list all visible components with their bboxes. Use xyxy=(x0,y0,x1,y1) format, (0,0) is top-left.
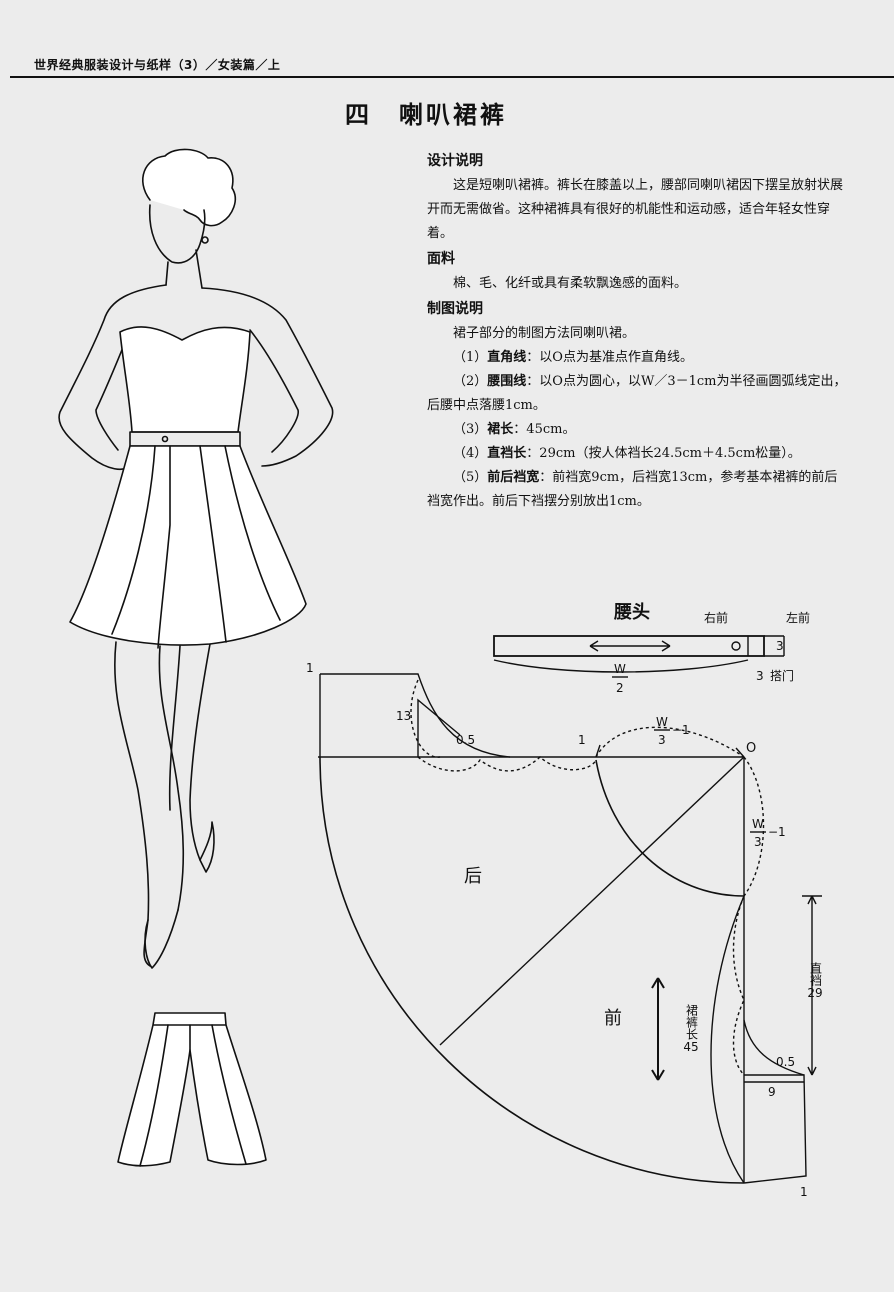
figure-shoe-right xyxy=(199,821,215,873)
w3-top-den: 3 xyxy=(658,733,666,747)
w-over-2-num: W xyxy=(614,662,626,676)
num-9: 9 xyxy=(768,1085,776,1099)
waistband-piece xyxy=(493,635,765,657)
back-crotch-guide xyxy=(417,698,461,757)
design-text: 这是短喇叭裙裤。裤长在膝盖以上，腰部同喇叭裙因下摆呈放射状展开而无需做省。这种裙… xyxy=(427,178,844,241)
hem-arc xyxy=(319,756,745,1184)
waist-button xyxy=(161,435,169,443)
back-waist-curve xyxy=(320,673,511,758)
design-heading: 设计说明 xyxy=(427,153,483,169)
overlap-label: 搭门 xyxy=(770,668,794,683)
num-3: 3 xyxy=(756,669,764,683)
crotch-length-label: 直裆 29 xyxy=(807,962,823,1000)
back-crotch-dash xyxy=(410,679,597,772)
num-1: 1 xyxy=(578,733,586,747)
w3-side-num: W xyxy=(752,817,764,831)
front-side-dash xyxy=(732,895,745,1076)
waistband-width-dim xyxy=(493,659,749,673)
back-piece-label: 后 xyxy=(464,866,482,887)
front-outline xyxy=(710,895,745,1184)
drafting-step: （5）前后裆宽：前裆宽9cm，后裆宽13cm，参考基本裙裤的前后裆宽作出。前后下… xyxy=(427,470,838,509)
waist-arc-guide xyxy=(595,726,745,758)
figure-neck xyxy=(165,249,203,289)
drafting-heading: 制图说明 xyxy=(427,301,483,317)
o-point-label: O xyxy=(746,741,756,756)
figure-face xyxy=(148,204,206,264)
left-front-label: 左前 xyxy=(786,610,810,625)
figure-shoe-left xyxy=(144,909,179,969)
drafting-intro: 裙子部分的制图方法同喇叭裙。 xyxy=(453,326,636,341)
drafting-step: （3）裙长：45cm。 xyxy=(453,422,576,437)
num-3: 3 xyxy=(776,639,784,653)
fabric-text: 棉、毛、化纤或具有柔软飘逸感的面料。 xyxy=(453,276,688,291)
num-1: 1 xyxy=(306,661,314,675)
earring xyxy=(201,236,209,244)
num-1: 1 xyxy=(800,1185,808,1199)
skirt-length-label: 裙裤长 45 xyxy=(683,1004,699,1054)
figure-leg-right xyxy=(168,643,211,861)
figure-hair xyxy=(141,148,237,227)
skirt-fold xyxy=(111,445,281,649)
waist-arc xyxy=(595,759,745,897)
w-over-2-den: 2 xyxy=(616,681,624,695)
front-piece-label: 前 xyxy=(604,1008,622,1029)
top-arrow-dim xyxy=(595,744,745,758)
figure-arm-right xyxy=(201,287,334,467)
fabric-heading: 面料 xyxy=(427,251,455,267)
waistband-title: 腰头 xyxy=(613,602,650,623)
drafting-step: （1）直角线：以O点为基准点作直角线。 xyxy=(453,350,693,365)
crotch-dim xyxy=(802,895,822,1076)
num-0.5: 0.5 xyxy=(776,1055,795,1069)
grain-arrow xyxy=(651,977,665,1081)
description-text: 设计说明 这是短喇叭裙裤。裤长在膝盖以上，腰部同喇叭裙因下摆呈放射状展开而无需做… xyxy=(427,148,847,514)
front-crotch-curve xyxy=(743,1019,805,1076)
w3-top-minus: −1 xyxy=(672,723,690,737)
drafting-step: （2）腰围线：以O点为圆心，以W／3－1cm为半径画圆弧线定出，后腰中点落腰1c… xyxy=(427,374,847,413)
header-rule xyxy=(10,76,894,78)
page-title: 四 喇叭裙裤 xyxy=(345,101,507,129)
w3-top-num: W xyxy=(656,715,668,729)
drafting-step: （4）直裆长：29cm（按人体裆长24.5cm＋4.5cm松量）。 xyxy=(453,446,801,461)
diagonal-line xyxy=(439,756,745,1046)
running-head: 世界经典服装设计与纸样（3）／女装篇／上 xyxy=(34,58,281,72)
waistband-arrow xyxy=(589,640,671,652)
waist-arc-guide-side xyxy=(743,756,765,897)
right-front-label: 右前 xyxy=(704,610,728,625)
waistband-button xyxy=(731,641,741,651)
front-crotch xyxy=(743,1074,807,1184)
w3-side-minus: −1 xyxy=(768,825,786,839)
flat-skirt-fold xyxy=(139,1024,247,1167)
w3-side-den: 3 xyxy=(754,835,762,849)
num-0.5: 0.5 xyxy=(456,733,475,747)
num-13: 13 xyxy=(396,709,411,723)
figure-bodice xyxy=(119,326,251,433)
